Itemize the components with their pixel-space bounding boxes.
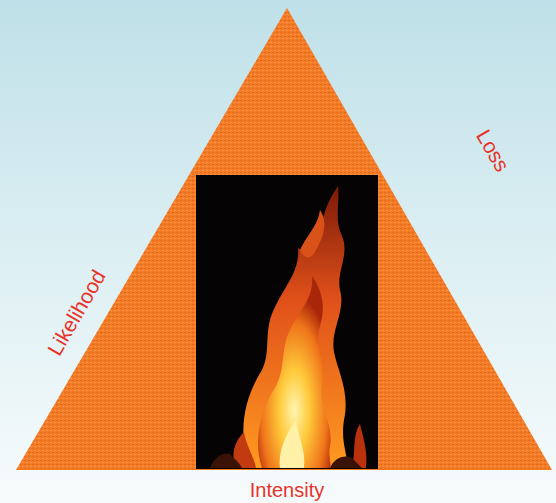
side-label: Intensity: [250, 480, 324, 500]
flame: [210, 186, 367, 468]
triangle: [16, 8, 552, 470]
fire-photo-frame: [196, 175, 378, 469]
side-label: Loss: [473, 126, 513, 175]
